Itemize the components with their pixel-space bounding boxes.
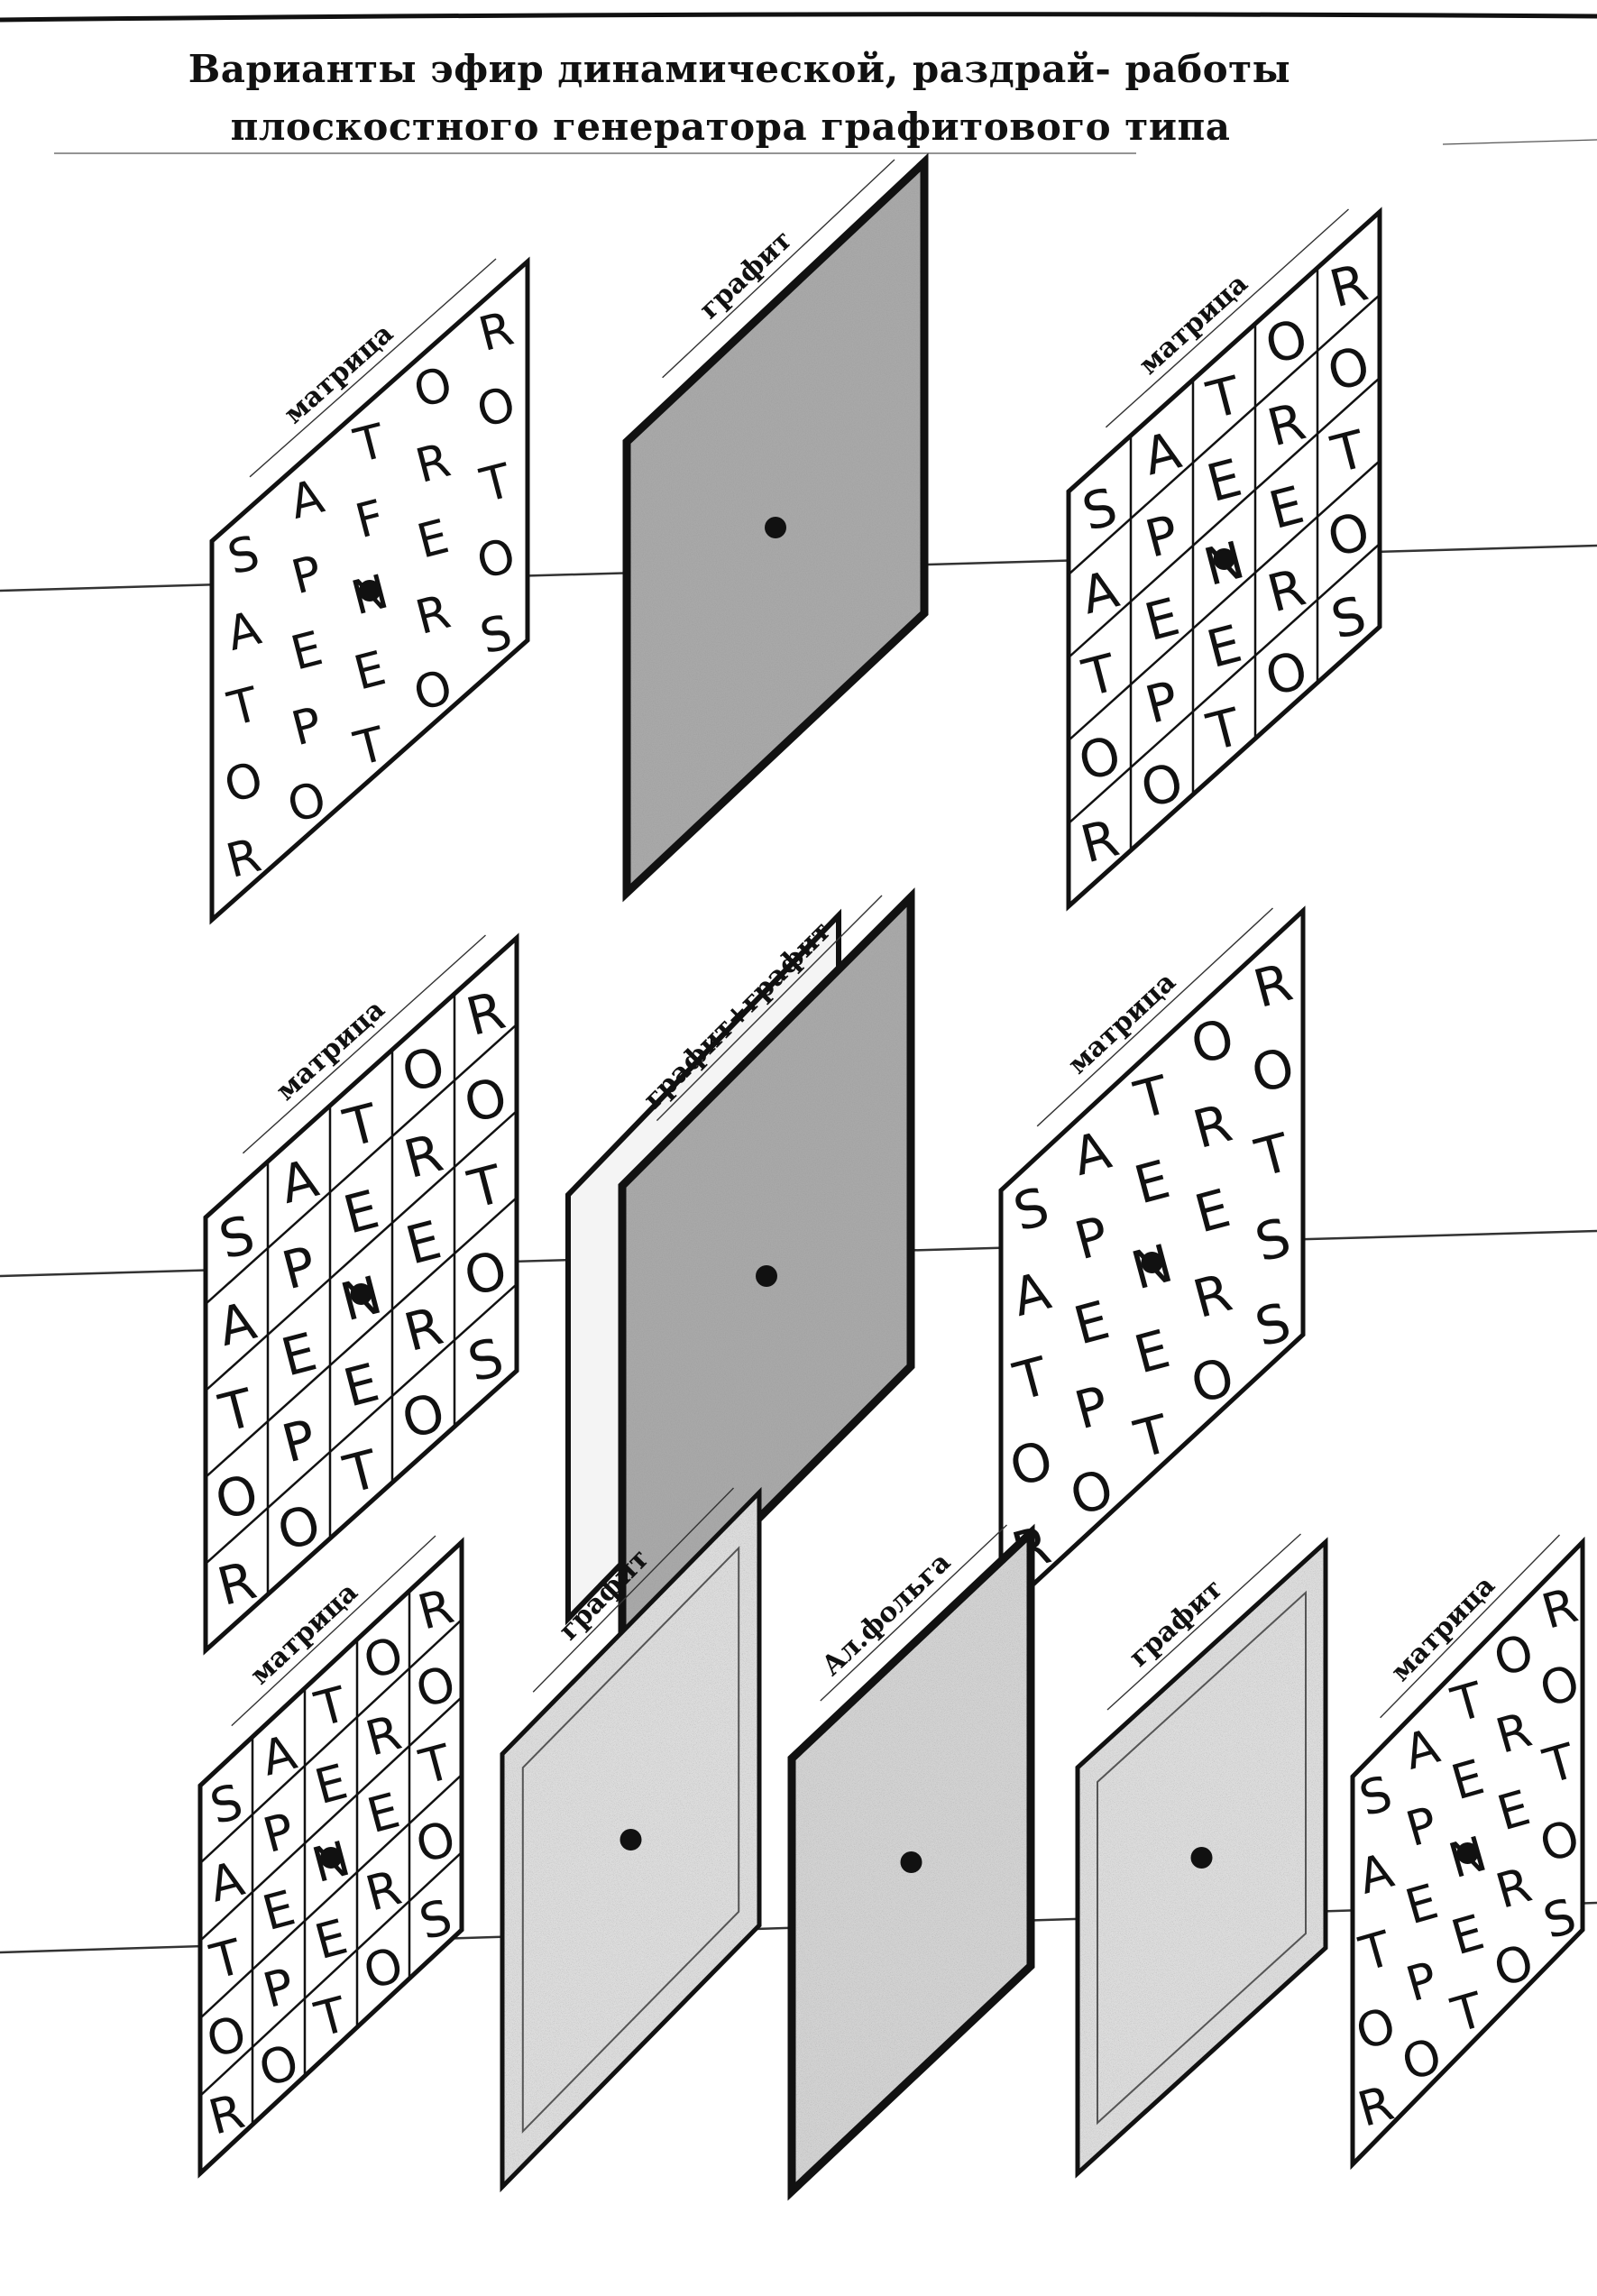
- centre-contact-dot: [350, 1283, 372, 1305]
- graphite-frame: [500, 1486, 762, 2193]
- matrix-grid-line: [205, 1283, 518, 1565]
- centre-contact-dot: [1456, 1842, 1479, 1864]
- label-underline: [1036, 907, 1273, 1127]
- panel-graphite: графит: [622, 152, 929, 903]
- page-title-line-2: плоскостного генератора графитового типа: [230, 105, 1231, 149]
- centre-contact-dot: [620, 1829, 642, 1851]
- label-underline: [249, 258, 497, 478]
- label-underline: [820, 1524, 1007, 1702]
- matrix-grid-line: [199, 1851, 463, 2097]
- panel-graphite-light: графит: [500, 1486, 762, 2193]
- graphite-frame: [1075, 1537, 1328, 2179]
- graphite-frame: [622, 152, 929, 903]
- centre-contact-dot: [359, 580, 381, 602]
- panel-matrix: SATORAPFROTENETOPEROROTOSматрица: [209, 256, 530, 925]
- centre-contact-dot: [1213, 548, 1235, 570]
- matrix-grid-line: [1068, 543, 1381, 824]
- matrix-grid-line: [199, 1774, 463, 2019]
- centre-contact-dot: [1190, 1847, 1213, 1869]
- centre-contact-dot: [900, 1851, 922, 1873]
- graphite-frame: [618, 887, 915, 1665]
- panel-matrix: SATORAPEROTENETOPEROROTOSматрица: [1066, 207, 1382, 912]
- centre-contact-dot: [756, 1265, 777, 1287]
- matrix-grid-line: [199, 1619, 463, 1864]
- matrix-grid-line: [1068, 294, 1381, 575]
- matrix-grid-line: [205, 1024, 518, 1305]
- centre-contact-dot: [320, 1847, 342, 1869]
- centre-contact-dot: [1141, 1252, 1163, 1273]
- matrix-grid-line: [205, 1197, 518, 1478]
- label-underline: [231, 1535, 436, 1727]
- panel-matrix: SATORAPEROTENETOPEROROTOSматрица: [1350, 1534, 1585, 2171]
- label-underline: [532, 1487, 734, 1693]
- label-underline: [656, 895, 883, 1122]
- matrix-grid-line: [1068, 460, 1381, 741]
- label-underline: [1380, 1534, 1560, 1719]
- graphite-inner-border: [1097, 1590, 1307, 2126]
- label-underline: [1106, 1533, 1301, 1711]
- label-underline: [242, 934, 486, 1154]
- matrix-grid-line: [1068, 377, 1381, 658]
- foil-frame: [787, 1523, 1035, 2201]
- graphite-inner-border: [521, 1546, 740, 2134]
- page-top-border: [0, 12, 1597, 23]
- panel-graphite-double: графит+графит: [565, 887, 915, 1665]
- title-underline-right: [1442, 139, 1597, 145]
- centre-contact-dot: [765, 517, 786, 538]
- panel-matrix: SATORAPEROTENETOPEROROTOSматрица: [203, 932, 519, 1656]
- matrix-grid-line: [199, 1696, 463, 1942]
- label-underline: [662, 159, 895, 379]
- panel-matrix: SATORAPEROTENETOPEROROTOSматрица: [197, 1535, 464, 2179]
- panel-matrix: SATORAPEROTENETOPERSROTOSматрица: [998, 905, 1306, 1620]
- matrix-grid-line: [205, 1110, 518, 1391]
- panel-foil: Ал.фольга: [787, 1523, 1035, 2201]
- label-underline: [1105, 208, 1349, 428]
- panel-graphite-light: графит: [1075, 1533, 1328, 2179]
- page-title-line-1: Варианты эфир динамической, раздрай- раб…: [188, 47, 1291, 91]
